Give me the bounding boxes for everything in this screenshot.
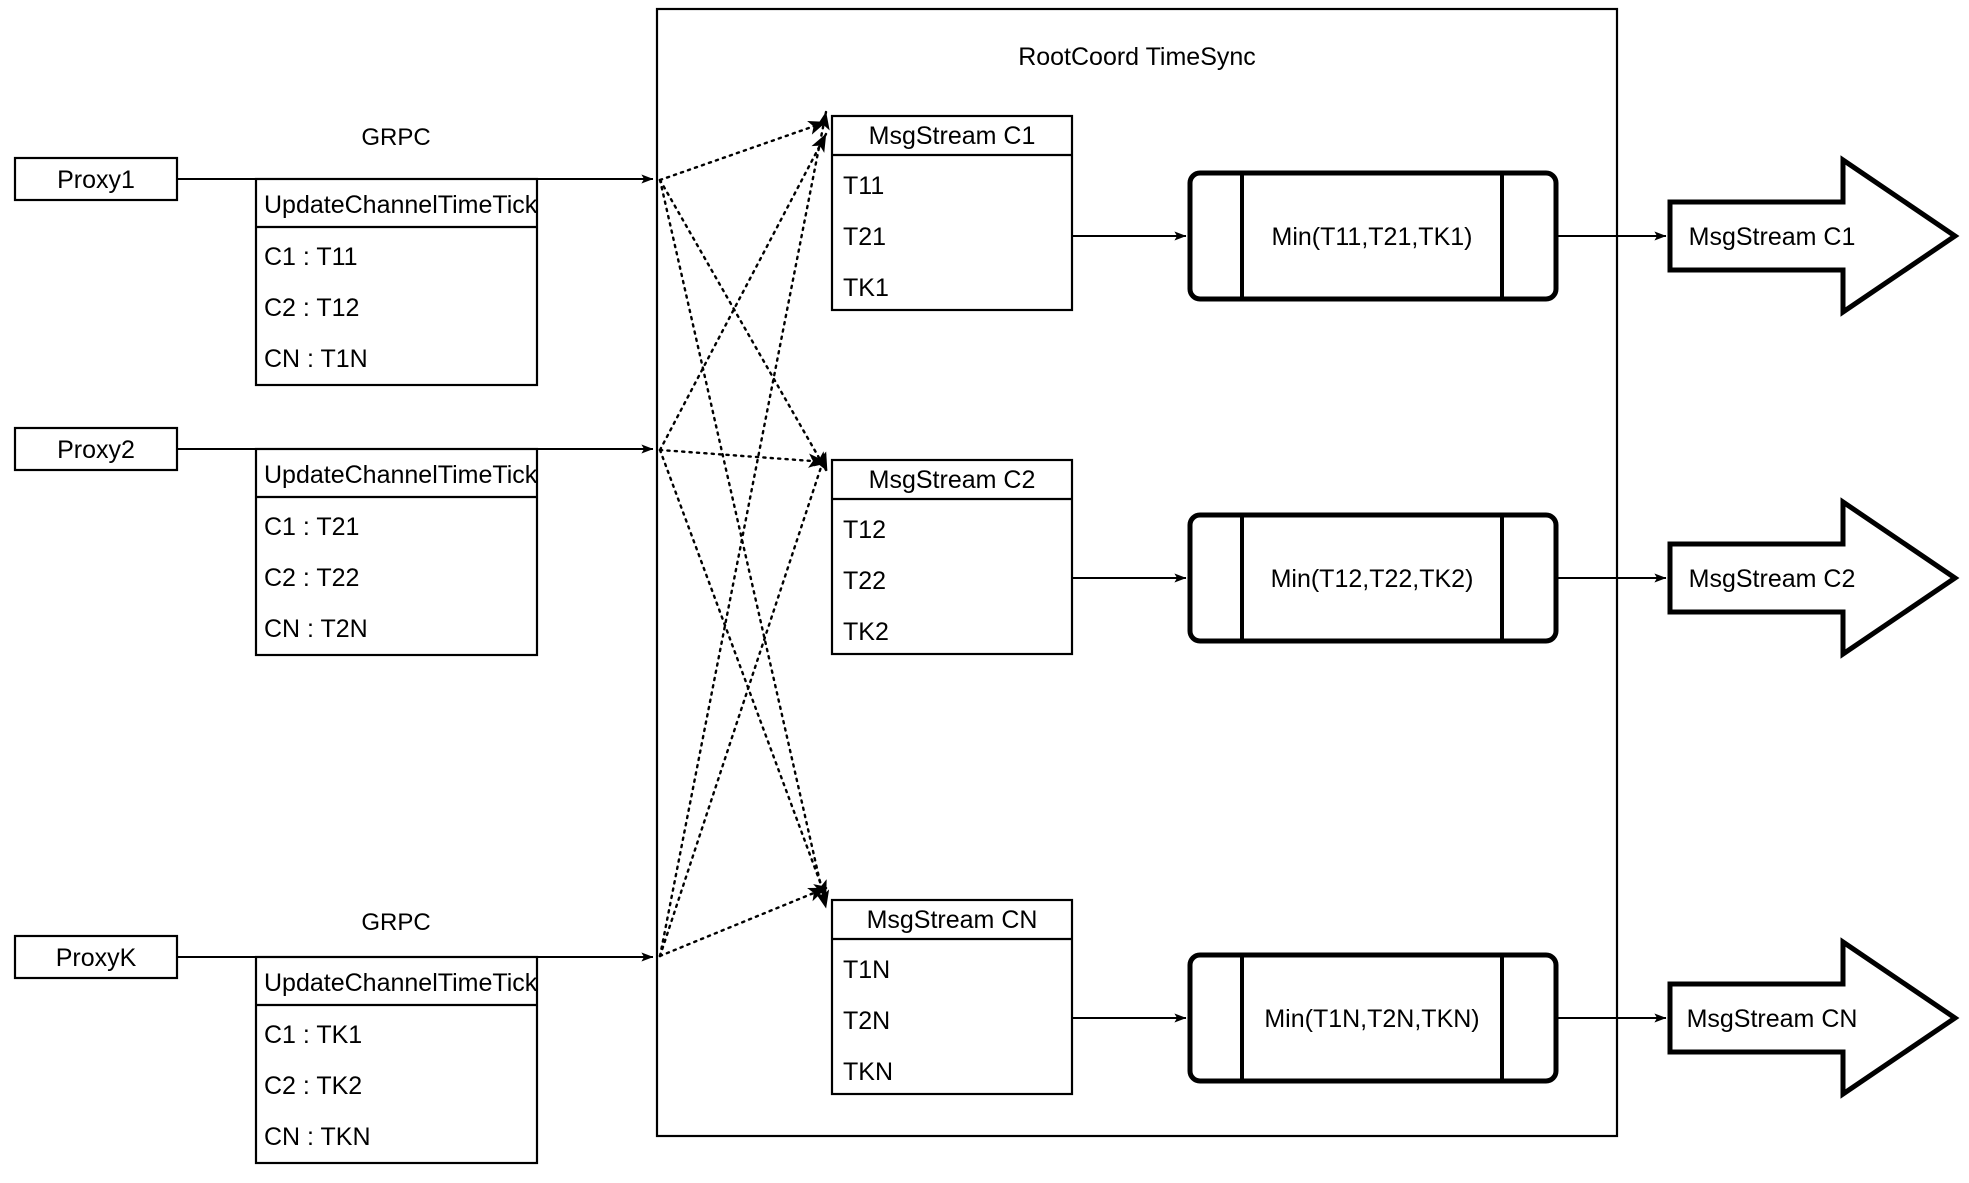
request-header-row-3: UpdateChannelTimeTick (264, 969, 538, 997)
request-entry-row-2-0: C1 : T21 (264, 513, 359, 541)
msgstream-box-row-2 (830, 458, 1074, 656)
proxy-box-row-1[interactable] (13, 156, 179, 202)
grpc-label-row-3: GRPC (361, 909, 430, 936)
min-process-label-row-2: Min(T12,T22,TK2) (1271, 565, 1474, 593)
request-entry-row-1-0: C1 : T11 (264, 243, 358, 271)
dispatch-edge-p2-c2 (658, 448, 828, 468)
dispatch-edge-pk-c1 (658, 110, 830, 958)
proxy-label-row-3: ProxyK (56, 944, 137, 972)
msgstream-box-row-1 (830, 114, 1074, 312)
msgstream-entry-row-3-0: T1N (843, 956, 890, 984)
msgstream-entry-row-3-1: T2N (843, 1007, 890, 1035)
request-entry-row-3-2: CN : TKN (264, 1123, 371, 1151)
msgstream-entry-row-1-1: T21 (843, 223, 886, 251)
output-label-row-3: MsgStream CN (1687, 1005, 1858, 1033)
dispatch-edge-p2-cn (658, 448, 828, 900)
request-header-row-1: UpdateChannelTimeTick (264, 191, 538, 219)
request-entry-row-1-1: C2 : T12 (264, 294, 359, 322)
msgstream-header-row-3: MsgStream CN (867, 906, 1038, 934)
proxy-box-row-2[interactable] (13, 426, 179, 472)
request-header-row-2: UpdateChannelTimeTick (264, 461, 538, 489)
msgstream-entry-row-2-0: T12 (843, 516, 886, 544)
dispatch-edge-p1-c1 (658, 120, 828, 182)
min-process-label-row-1: Min(T11,T21,TK1) (1272, 223, 1473, 251)
dispatch-edge-p2-c1 (658, 132, 828, 452)
request-entry-row-3-1: C2 : TK2 (264, 1072, 362, 1100)
msgstream-entry-row-2-2: TK2 (843, 618, 889, 646)
dispatch-edge-pk-cn (658, 886, 828, 958)
min-process-label-row-3: Min(T1N,T2N,TKN) (1264, 1005, 1479, 1033)
msgstream-entry-row-1-2: TK1 (843, 274, 889, 302)
timetick-dispatch-edges (658, 110, 830, 958)
msgstream-header-row-2: MsgStream C2 (869, 466, 1036, 494)
dispatch-edge-p1-cn (658, 178, 830, 910)
msgstream-header-row-1: MsgStream C1 (869, 122, 1036, 150)
output-block-arrow-row-2 (1667, 497, 1960, 659)
msgstream-entry-row-1-0: T11 (843, 172, 884, 200)
request-entry-row-3-0: C1 : TK1 (264, 1021, 362, 1049)
dispatch-edge-pk-c2 (658, 450, 828, 958)
msgstream-entry-row-3-2: TKN (843, 1058, 893, 1086)
request-entry-row-2-2: CN : T2N (264, 615, 368, 643)
proxy-label-row-1: Proxy1 (57, 166, 135, 194)
rootcoord-timesync-title: RootCoord TimeSync (1018, 43, 1256, 71)
request-box-row-2 (254, 447, 539, 657)
msgstream-entry-row-2-1: T22 (843, 567, 886, 595)
request-entry-row-2-1: C2 : T22 (264, 564, 359, 592)
request-box-row-1 (254, 177, 539, 387)
proxy-box-row-3[interactable] (13, 934, 179, 980)
grpc-label-row-1: GRPC (361, 124, 430, 151)
request-box-row-3 (254, 955, 539, 1165)
output-label-row-1: MsgStream C1 (1689, 223, 1856, 251)
proxy-label-row-2: Proxy2 (57, 436, 135, 464)
request-entry-row-1-2: CN : T1N (264, 345, 368, 373)
output-block-arrow-row-1 (1667, 155, 1960, 317)
output-block-arrow-row-3 (1667, 937, 1960, 1099)
msgstream-box-row-3 (830, 898, 1074, 1096)
output-label-row-2: MsgStream C2 (1689, 565, 1856, 593)
